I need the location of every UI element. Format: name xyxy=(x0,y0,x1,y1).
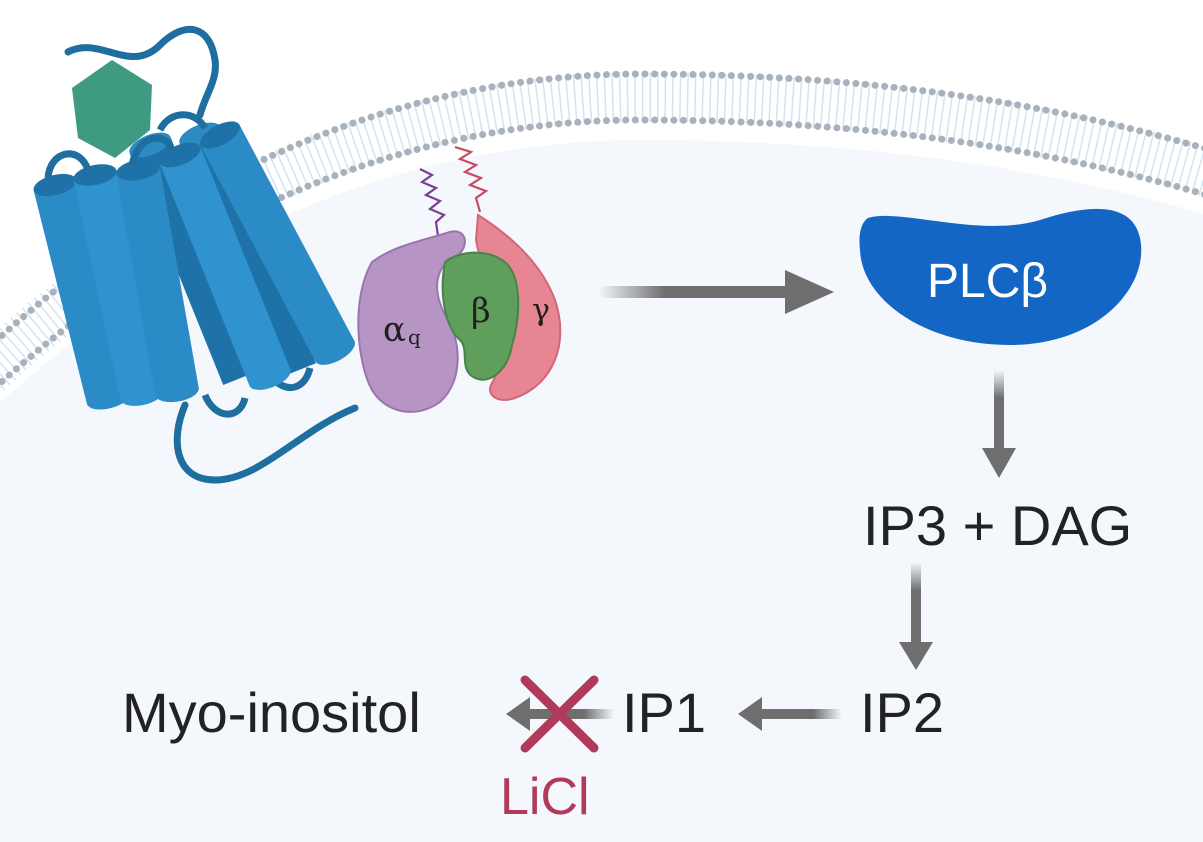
membrane-tails xyxy=(0,71,1203,395)
arrow-ip1-to-myo-inositol xyxy=(506,697,614,731)
arrow-plc-to-ip3-dag xyxy=(982,370,1016,478)
inhibition-cross-icon xyxy=(520,675,599,753)
lipid-anchor-gamma xyxy=(454,145,489,213)
g-protein xyxy=(357,145,562,413)
receptor-helix xyxy=(116,159,199,403)
ligand xyxy=(72,60,152,158)
arrow-ip2-to-ip1 xyxy=(738,697,842,731)
g-alpha-label: α xyxy=(383,310,406,350)
receptor-loop-1 xyxy=(201,393,249,418)
ip3-dag-label: IP3 + DAG xyxy=(863,494,1133,557)
licl-inhibitor-label: LiCl xyxy=(500,768,590,826)
arrow-ip3-to-ip2 xyxy=(899,562,933,670)
arrow-g-protein-to-plc xyxy=(598,270,834,314)
g-alpha-subscript: q xyxy=(408,325,421,349)
receptor-loop-4 xyxy=(128,134,176,166)
receptor-n-terminus xyxy=(64,25,219,119)
lipid-anchor-alpha xyxy=(419,168,447,237)
g-gamma-label: γ xyxy=(532,293,550,328)
receptor-loop-5 xyxy=(156,111,209,132)
ip2-label: IP2 xyxy=(860,681,945,744)
g-beta-subunit xyxy=(441,251,520,381)
receptor-helix xyxy=(159,142,291,390)
ip1-label: IP1 xyxy=(622,681,707,744)
receptor-c-terminus xyxy=(173,401,359,484)
myo-inositol-label: Myo-inositol xyxy=(122,681,421,744)
gpcr-receptor xyxy=(33,25,359,484)
receptor-loop-3 xyxy=(44,150,92,179)
plc-beta-enzyme xyxy=(859,208,1142,345)
plc-beta-label: PLCβ xyxy=(927,255,1048,308)
g-beta-label: β xyxy=(471,291,491,331)
receptor-helix xyxy=(200,121,356,365)
